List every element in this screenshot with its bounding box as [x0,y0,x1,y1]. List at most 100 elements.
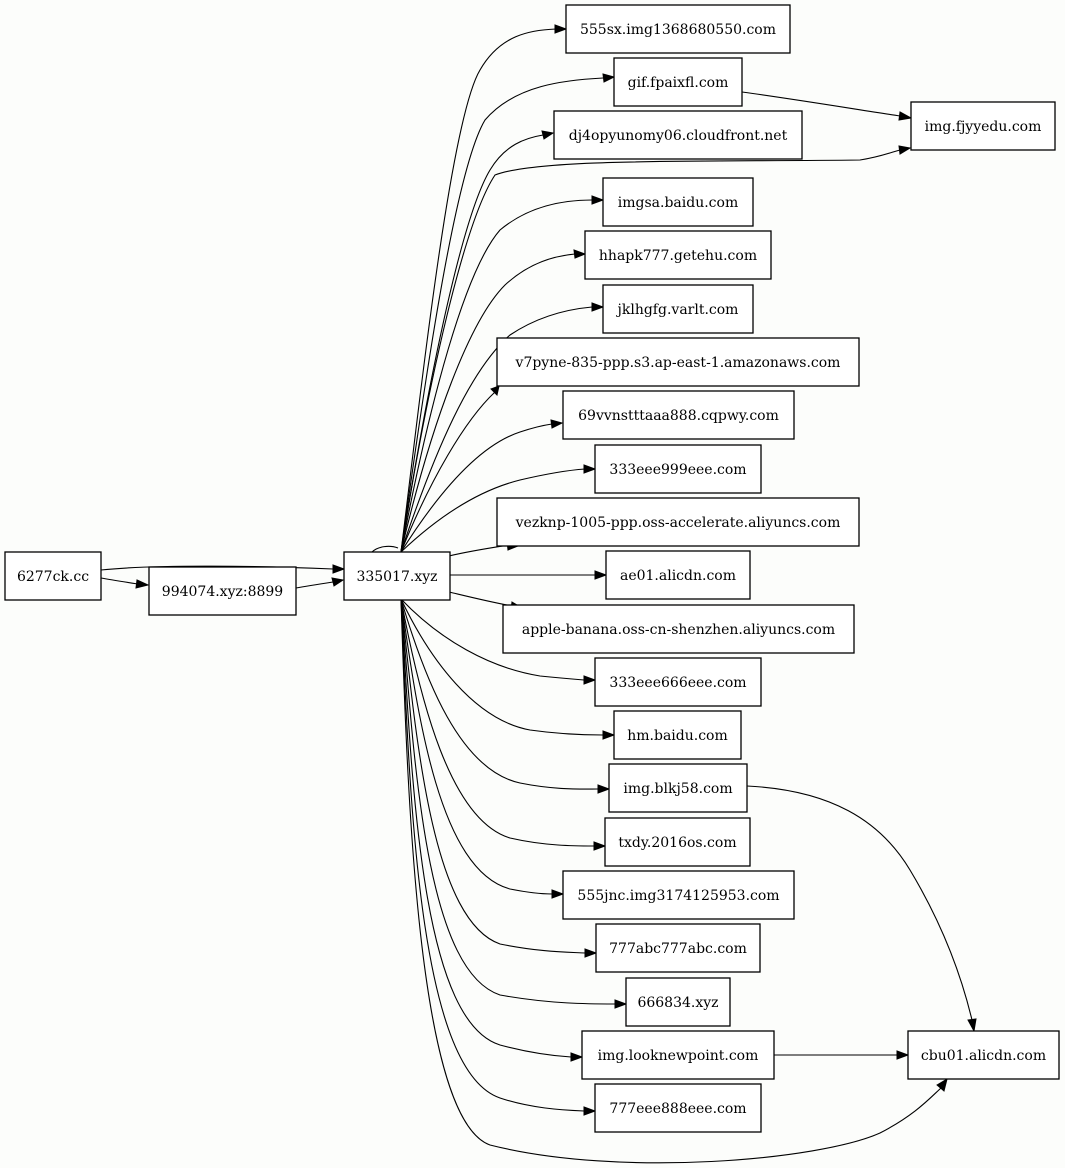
edge-n335017-to-n335017 [371,545,399,553]
node-label: 666834.xyz [637,995,718,1011]
graph-node: cbu01.alicdn.com [907,1030,1060,1080]
graph-node: apple-banana.oss-cn-shenzhen.aliyuncs.co… [502,604,855,654]
node-box [604,817,751,867]
graph-node: txdy.2016os.com [604,817,751,867]
arrowhead-icon [594,570,608,580]
arrowhead-icon [936,1077,948,1092]
node-label: v7pyne-835-ppp.s3.ap-east-1.amazonaws.co… [515,355,841,371]
node-box [581,1030,775,1080]
node-label: 69vvnstttaaa888.cqpwy.com [578,408,779,424]
node-box [565,4,791,54]
edge-line [400,423,553,553]
node-box [594,1083,762,1133]
edge-line [400,598,586,954]
node-label: 777eee888eee.com [609,1101,746,1117]
graph-node: 69vvnstttaaa888.cqpwy.com [562,390,795,440]
edge-line [400,598,572,1058]
node-box [910,101,1056,151]
node-label: jklhgfg.varlt.com [616,302,739,318]
arrowhead-icon [896,1050,910,1060]
arrowhead-icon [541,130,555,140]
node-box [562,390,795,440]
edge-n994074-to-n335017 [295,577,345,589]
arrowhead-icon [135,579,150,589]
node-label: hm.baidu.com [627,728,728,744]
graph-node: 333eee666eee.com [594,657,762,707]
edge-n335017-to-njklh [400,302,605,553]
edge-line [400,306,593,553]
node-box [605,550,751,600]
edge-line [400,253,576,553]
edge-n6277-to-n994074 [100,577,150,589]
graph-node: hhapk777.getehu.com [584,230,772,280]
edge-ngif-to-nfjyy [741,91,913,121]
edge-n335017-to-nfjyy [400,145,912,553]
node-label: apple-banana.oss-cn-shenzhen.aliyuncs.co… [522,622,835,638]
arrowhead-icon [967,1018,977,1033]
nodes-layer: 6277ck.cc 994074.xyz:8899 335017.xyz 555sx.… [4,4,1060,1133]
edge-n335017-to-n777abc [400,598,598,958]
arrowhead-icon [602,730,616,740]
edges-layer [100,24,977,1164]
edge-n335017-to-n777eee [400,598,597,1116]
graph-node: imgsa.baidu.com [602,177,754,227]
edge-line [400,598,585,1112]
node-label: hhapk777.getehu.com [599,248,757,264]
node-label: 6277ck.cc [17,569,89,585]
edge-line [100,577,139,585]
graph-node: dj4opyunomy06.cloudfront.net [553,110,803,160]
arrowhead-icon [898,111,913,121]
edge-line [741,91,901,117]
edge-n335017-to-nimgsa [400,195,605,553]
graph-node: 555jnc.img3174125953.com [562,870,795,920]
edge-n335017-to-ntxdy [400,598,607,851]
edge-n335017-to-nae01 [449,570,608,580]
edge-n335017-to-n69 [400,419,564,553]
graph-node: 6277ck.cc [4,551,102,601]
node-label: imgsa.baidu.com [618,195,738,211]
graph-node: 555sx.img1368680550.com [565,4,791,54]
arrowhead-icon [583,675,597,685]
node-box [496,337,860,387]
graph-node: jklhgfg.varlt.com [602,284,754,334]
node-box [594,444,762,494]
graph-node: 666834.xyz [625,977,731,1027]
edge-n335017-to-ncbu01 [400,598,948,1164]
graph-node: ae01.alicdn.com [605,550,751,600]
graph-node: img.fjyyedu.com [910,101,1056,151]
node-label: img.fjyyedu.com [925,119,1042,135]
node-box [613,710,742,760]
edge-line [400,199,593,553]
arrowhead-icon [331,577,345,587]
arrowhead-icon [898,145,912,155]
edge-line [400,77,604,553]
node-label: gif.fpaixfl.com [628,75,729,91]
node-label: 335017.xyz [356,569,437,585]
node-box [562,870,795,920]
arrowhead-icon [550,419,564,429]
node-box [584,230,772,280]
node-box [613,57,743,107]
edge-line [371,545,399,553]
node-box [4,551,102,601]
edge-line [400,598,553,895]
edge-line [400,598,604,736]
edge-line [400,598,595,847]
node-box [148,566,297,616]
node-box [907,1030,1060,1080]
node-label: 555jnc.img3174125953.com [577,888,779,904]
edge-line [400,598,616,1005]
arrowhead-icon [573,249,587,259]
graph-node: img.looknewpoint.com [581,1030,775,1080]
node-label: 777abc777abc.com [609,941,747,957]
node-box [502,604,855,654]
arrowhead-icon [602,73,616,83]
arrowhead-icon [583,464,597,474]
node-label: 555sx.img1368680550.com [580,22,776,38]
graph-node: 333eee999eee.com [594,444,762,494]
edge-n335017-to-n666834 [400,598,628,1009]
node-label: cbu01.alicdn.com [921,1048,1046,1064]
graph-node: 994074.xyz:8899 [148,566,297,616]
node-box [553,110,803,160]
edge-line [400,391,496,553]
